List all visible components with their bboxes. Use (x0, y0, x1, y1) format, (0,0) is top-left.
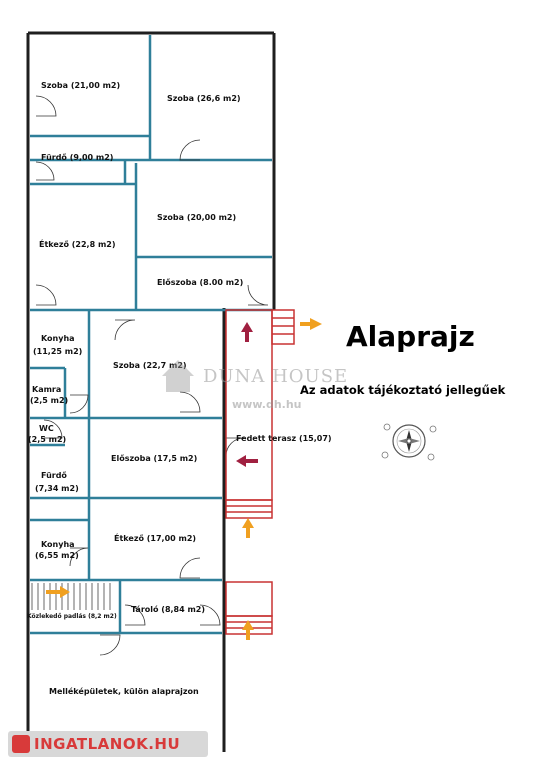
room-etkezo-2: Étkező (17,00 m2) (114, 532, 196, 543)
room-etkezo-1: Étkező (22,8 m2) (39, 238, 116, 249)
room-kamra-area: (2,5 m2) (30, 396, 68, 405)
room-konyha-2-name: Konyha (41, 540, 75, 549)
room-konyha-1-name: Konyha (41, 334, 75, 343)
watermark-brand: DUNA HOUSE (203, 366, 349, 387)
room-terasz: Fedett terasz (15,07) (236, 434, 332, 443)
room-tarolo: Tároló (8,84 m2) (131, 604, 205, 614)
ingatlanok-logo-text: INGATLANOK.HU (34, 735, 181, 753)
room-szoba-1: Szoba (21,00 m2) (41, 81, 120, 90)
room-furdo-1: Fürdő (9,00 m2) (41, 153, 113, 162)
room-szoba-3: Szoba (20,00 m2) (157, 213, 236, 222)
room-szoba-4: Szoba (22,7 m2) (113, 361, 187, 370)
terrace-outline (225, 309, 295, 635)
outer-walls (26, 31, 276, 752)
watermark-url: www.dh.hu (232, 398, 302, 411)
stairs (31, 583, 111, 610)
plan-subtitle: Az adatok tájékoztató jellegűek (300, 383, 506, 397)
watermark-logo-icon (162, 360, 194, 392)
room-konyha-2-area: (6,55 m2) (35, 551, 79, 560)
room-wc-area: (2,5 m2) (28, 435, 66, 444)
room-padlas: Közlekedő padlás (8,2 m2) (27, 613, 117, 620)
room-wc-name: WC (39, 424, 54, 433)
room-eloszoba-1: Előszoba (8.00 m2) (157, 278, 243, 287)
plan-title: Alaprajz (346, 320, 475, 353)
room-furdo-2-area: (7,34 m2) (35, 484, 79, 493)
entrance-arrow-icon (46, 318, 322, 640)
room-labels: Szoba (21,00 m2) Szoba (26,6 m2) Fürdő (… (27, 81, 332, 696)
room-szoba-2: Szoba (26,6 m2) (167, 94, 241, 103)
room-eloszoba-2: Előszoba (17,5 m2) (111, 454, 197, 463)
room-konyha-1-area: (11,25 m2) (33, 347, 82, 356)
door-swings (35, 95, 269, 656)
compass-icon (381, 423, 437, 461)
ingatlanok-logo: INGATLANOK.HU (8, 731, 208, 757)
room-furdo-2-name: Fürdő (41, 471, 67, 480)
inner-walls (30, 35, 272, 635)
room-kamra-name: Kamra (32, 385, 61, 394)
ingatlanok-logo-icon (12, 735, 30, 753)
room-mellek: Melléképületek, külön alaprajzon (49, 686, 199, 696)
